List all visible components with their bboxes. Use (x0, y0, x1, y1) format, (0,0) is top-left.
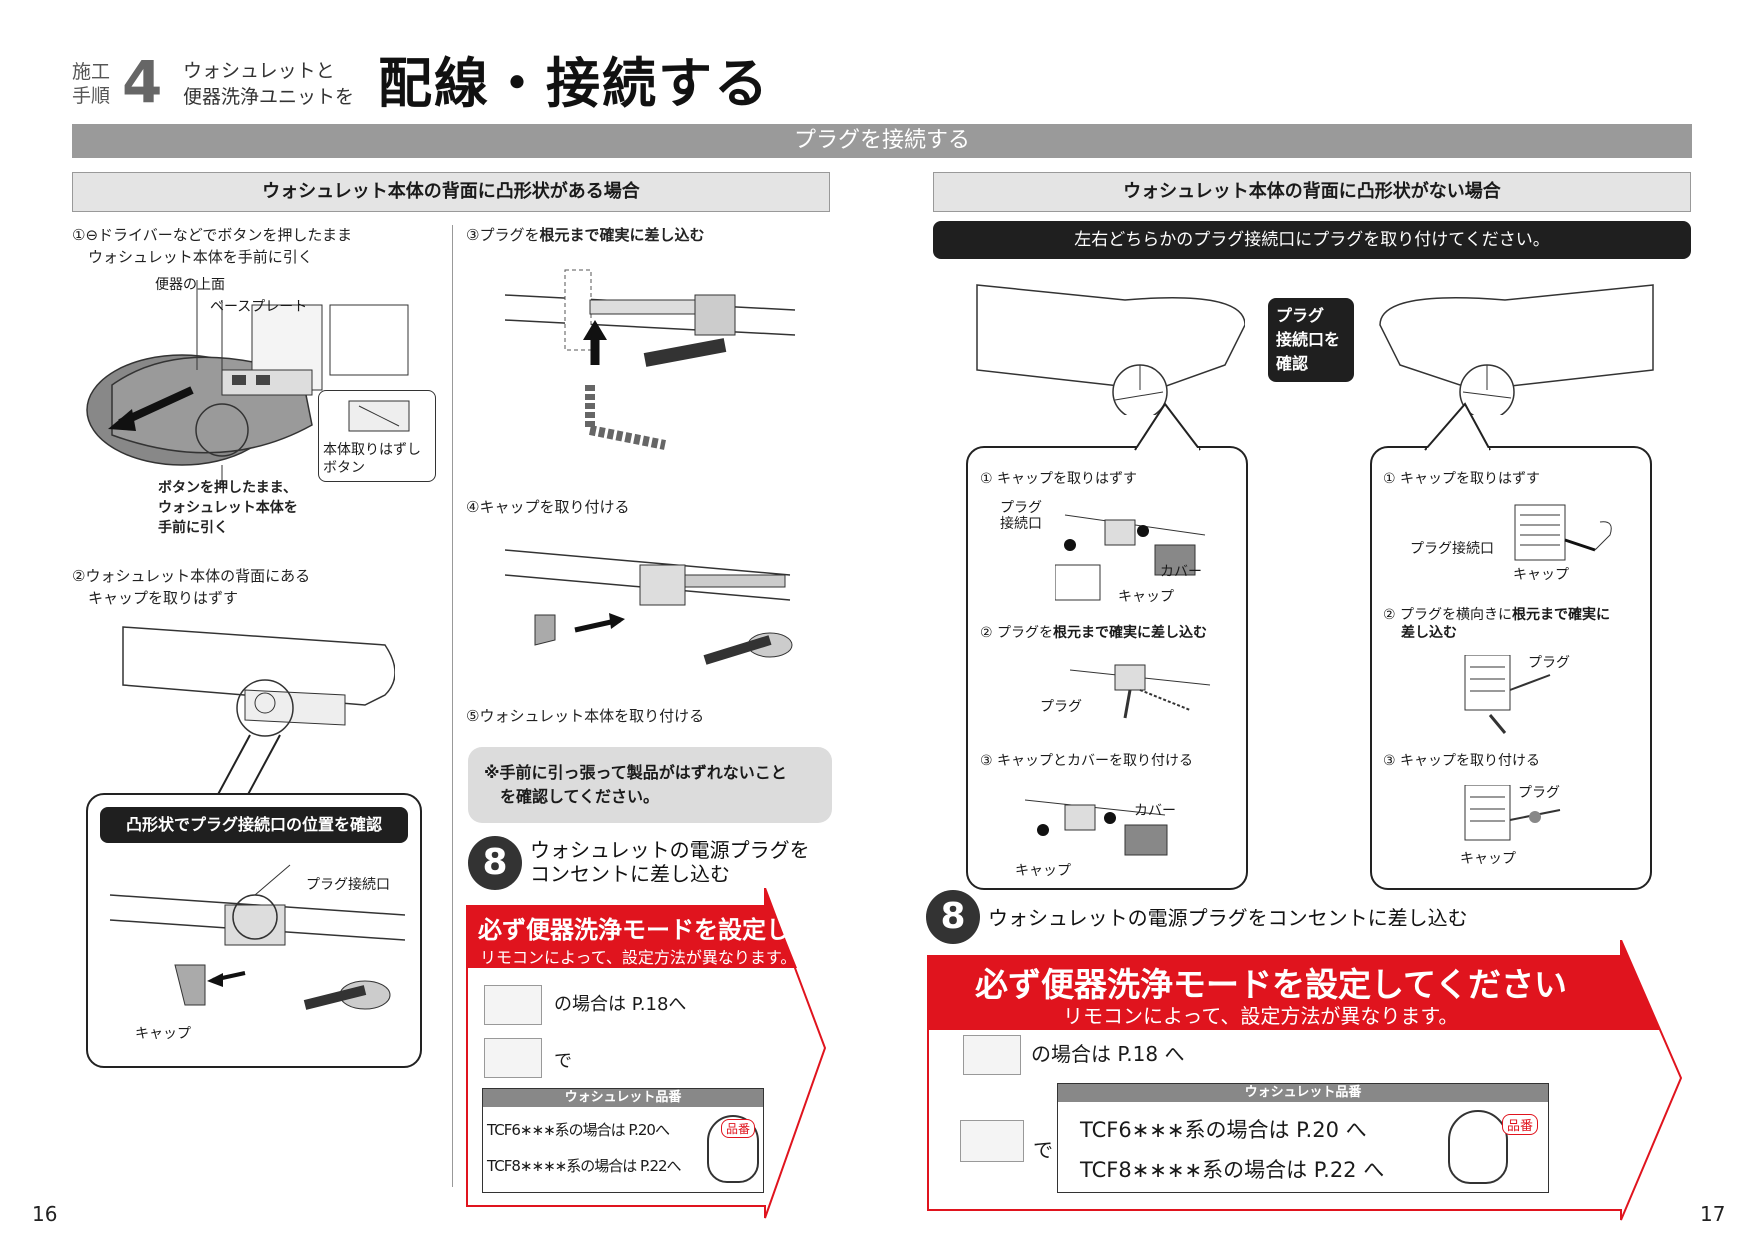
left-call-cover2: カバー (1134, 803, 1176, 819)
remote-icon-3 (963, 1035, 1021, 1075)
left-section-heading: ウォシュレット本体の背面に凸形状がある場合 (72, 172, 830, 212)
remote2-text-left: で (554, 1051, 572, 1072)
right-call-plug-insert-illustration (1464, 655, 1551, 734)
left-call-cover: カバー (1160, 564, 1202, 580)
right-call-cap-attach-illustration (1464, 785, 1561, 841)
page-number-left: 16 (32, 1202, 58, 1226)
step8-badge-right: 8 (926, 890, 980, 944)
right-call-plug2: プラグ (1518, 785, 1560, 801)
model-tag-left: 品番 (720, 1119, 755, 1138)
left-call-reattach-illustration (1025, 799, 1168, 856)
left-call-cap: キャップ (1118, 589, 1174, 605)
model-box-right: ウォシュレット品番 TCF6∗∗∗系の場合は P.20 へ TCF8∗∗∗∗系の… (1057, 1083, 1549, 1193)
plug-port-illustration (109, 864, 405, 1010)
release-button-detail-icon (348, 400, 410, 432)
note-box: ※手前に引っ張って製品がはずれないこと を確認してください。 (468, 747, 832, 823)
check-badge: プラグ 接続口を 確認 (1268, 298, 1354, 382)
label-release-button: 本体取りはずし ボタン (323, 442, 421, 476)
remote-icon-1 (484, 985, 542, 1025)
left-call-step1: ① キャップを取りはずす (980, 471, 1138, 487)
banner-sub-left: リモコンによって、設定方法が異なります。 (480, 948, 797, 967)
step-subtitle: ウォシュレットと 便器洗浄ユニットを (183, 60, 355, 108)
banner-sub-right: リモコンによって、設定方法が異なります。 (1063, 1004, 1459, 1028)
banner-frame-right (927, 940, 1683, 1221)
left-call-plug-port: プラグ 接続口 (1000, 500, 1042, 532)
step1-text: ①⊖ドライバーなどでボタンを押したまま ウォシュレット本体を手前に引く (72, 226, 352, 266)
remote2-text-right: で (1033, 1138, 1053, 1162)
step8-text-left: ウォシュレットの電源プラグを コンセントに差し込む (530, 838, 810, 886)
label-base-plate: ベースプレート (210, 299, 308, 315)
model-head-right: ウォシュレット品番 (1058, 1084, 1548, 1102)
callout-right-pointer (1424, 402, 1491, 452)
remote-icon-4 (960, 1120, 1024, 1162)
page-title: 配線・接続する (378, 52, 770, 115)
remote1-text-left: の場合は P.18へ (554, 994, 687, 1015)
right-call-step3: ③ キャップを取り付ける (1383, 753, 1541, 769)
unit-left-illustration (976, 284, 1245, 415)
left-call-cap-removal-illustration (1055, 514, 1206, 601)
right-call-plug-port: プラグ接続口 (1410, 541, 1494, 557)
banner-frame-left (466, 888, 827, 1219)
right-call-step1: ① キャップを取りはずす (1383, 471, 1541, 487)
model-tag-right: 品番 (1501, 1114, 1538, 1135)
callout-pill: 凸形状でプラグ接続口の位置を確認 (100, 807, 408, 843)
cap-attach-illustration (505, 549, 793, 665)
step8-text-right: ウォシュレットの電源プラグをコンセントに差し込む (988, 906, 1468, 930)
model-line2-right: TCF8∗∗∗∗系の場合は P.22 へ (1080, 1158, 1385, 1182)
step2-text: ②ウォシュレット本体の背面にある キャップを取りはずす (72, 567, 311, 607)
toilet-seat-icon-left (707, 1115, 759, 1183)
step-label: 施工 手順 (72, 61, 111, 107)
left-call-cap2: キャップ (1015, 863, 1071, 879)
caption-press-button: ボタンを押したまま、 ウォシュレット本体を 手前に引く (158, 480, 298, 536)
right-call-plug: プラグ (1528, 655, 1570, 671)
right-call-step2: ② プラグを横向きに根元まで確実に 差し込む (1383, 607, 1611, 641)
banner-title-left: 必ず便器洗浄モードを設定してください (478, 916, 909, 944)
left-call-step2: ② プラグを根元まで確実に差し込む (980, 625, 1208, 641)
step3-text: ③プラグを根元まで確実に差し込む (466, 226, 705, 244)
right-instruction: 左右どちらかのプラグ接続口にプラグを取り付けてください。 (933, 221, 1691, 259)
step8-badge-left: 8 (468, 836, 522, 890)
section-bar: プラグを接続する (72, 124, 1692, 158)
label-cap: キャップ (135, 1026, 191, 1042)
model-line1-left: TCF6∗∗∗系の場合は P.20へ (487, 1121, 670, 1139)
left-call-plug: プラグ (1040, 699, 1082, 715)
right-section-heading: ウォシュレット本体の背面に凸形状がない場合 (933, 172, 1691, 212)
right-call-cap: キャップ (1513, 567, 1569, 583)
model-line2-left: TCF8∗∗∗∗系の場合は P.22へ (487, 1157, 682, 1175)
callout-right (1370, 446, 1652, 890)
model-head-left: ウォシュレット品番 (483, 1089, 763, 1107)
step4-text: ④キャップを取り付ける (466, 498, 630, 516)
left-call-step3: ③ キャップとカバーを取り付ける (980, 753, 1194, 769)
release-button-detail: 本体取りはずし ボタン (318, 390, 436, 482)
label-seat-top: 便器の上面 (155, 277, 225, 293)
right-call-cap2: キャップ (1460, 851, 1516, 867)
column-divider (452, 225, 453, 1187)
seat-removal-illustration (86, 280, 409, 485)
step5-text: ⑤ウォシュレット本体を取り付ける (466, 707, 705, 725)
label-plug-port: プラグ接続口 (306, 877, 390, 893)
unit-back-illustration (122, 626, 395, 800)
model-box-left: ウォシュレット品番 TCF6∗∗∗系の場合は P.20へ TCF8∗∗∗∗系の場… (482, 1088, 764, 1193)
left-call-plug-insert-illustration (1070, 664, 1211, 719)
banner-title-right: 必ず便器洗浄モードを設定してください (975, 965, 1568, 1004)
right-call-cap-removal-illustration (1514, 504, 1612, 561)
page-number-right: 17 (1700, 1202, 1726, 1226)
plug-insert-illustration (505, 269, 796, 450)
model-line1-right: TCF6∗∗∗系の場合は P.20 へ (1080, 1118, 1367, 1142)
step-number: 4 (122, 48, 163, 116)
remote-icon-2 (484, 1038, 542, 1078)
unit-right-illustration (1379, 284, 1654, 415)
remote1-text-right: の場合は P.18 へ (1031, 1042, 1185, 1066)
toilet-seat-icon-right (1448, 1110, 1508, 1184)
callout-left-pointer (1134, 402, 1201, 452)
